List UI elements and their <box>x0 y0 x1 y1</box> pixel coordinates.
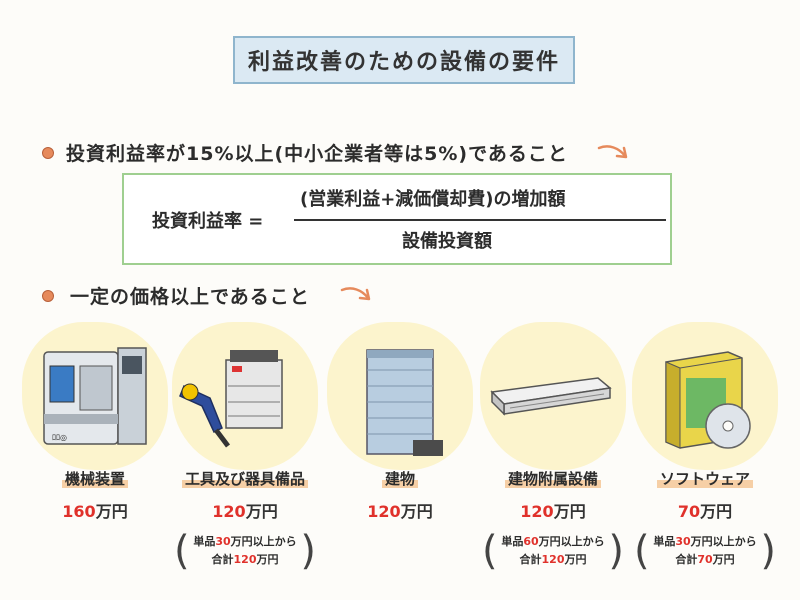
item-price: 160万円 <box>62 502 128 521</box>
formula-denominator: 設備投資額 <box>402 231 492 252</box>
item-price: 120万円 <box>367 502 433 521</box>
formula-box: 投資利益率 = (営業利益+減価償却費)の増加額 設備投資額 <box>122 173 672 265</box>
item-condition-note: ( 単品30万円以上から 合計120万円 ) <box>174 528 316 574</box>
paren-left: ( <box>634 528 650 574</box>
formula-lhs: 投資利益率 = <box>152 211 264 232</box>
item-name: ソフトウェア <box>630 468 780 489</box>
item-condition-note: ( 単品30万円以上から 合計70万円 ) <box>634 528 776 574</box>
paren-left: ( <box>482 528 498 574</box>
item-price: 120万円 <box>212 502 278 521</box>
building-icon <box>366 349 443 456</box>
item-price: 120万円 <box>520 502 586 521</box>
paren-right: ) <box>760 528 776 574</box>
item-price: 70万円 <box>677 502 733 521</box>
copier-drill-icon <box>179 350 283 448</box>
bullet-icon <box>42 290 54 302</box>
arrow-icon <box>597 145 628 159</box>
machine-icon: ﾛﾛ◎ <box>43 347 147 445</box>
paren-right: ) <box>300 528 316 574</box>
item-name: 建物 <box>325 468 475 489</box>
item-name: 機械装置 <box>20 468 170 489</box>
bullet-icon <box>42 147 54 159</box>
title-box: 利益改善のための設備の要件 <box>233 36 575 84</box>
svg-text:ﾛﾛ◎: ﾛﾛ◎ <box>52 433 67 442</box>
item-name: 工具及び器具備品 <box>170 468 320 489</box>
paren-right: ) <box>608 528 624 574</box>
arrow-icon <box>340 287 371 301</box>
condition-1-text: 投資利益率が15%以上(中小企業者等は5%)であること <box>66 143 568 165</box>
page-title: 利益改善のための設備の要件 <box>247 50 560 75</box>
condition-2-text: 一定の価格以上であること <box>70 286 310 308</box>
item-name: 建物附属設備 <box>478 468 628 489</box>
formula-numerator: (営業利益+減価償却費)の増加額 <box>300 189 566 210</box>
fraction-line <box>294 219 666 221</box>
air-conditioner-icon <box>490 377 612 416</box>
item-condition-note: ( 単品60万円以上から 合計120万円 ) <box>482 528 624 574</box>
paren-left: ( <box>174 528 190 574</box>
software-icon <box>665 351 751 449</box>
